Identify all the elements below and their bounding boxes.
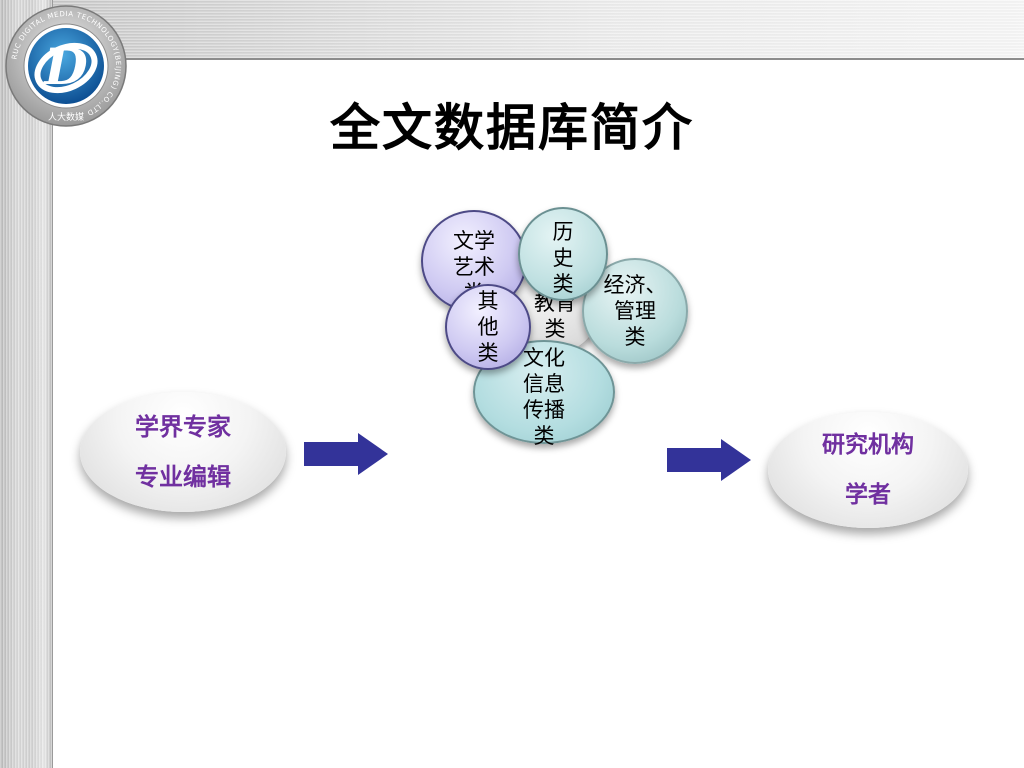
other-line-2: 他 bbox=[477, 315, 499, 339]
arrow-right-icon bbox=[304, 433, 388, 475]
bubble-history: 历 史 类 bbox=[518, 207, 608, 301]
other-line-3: 类 bbox=[477, 341, 499, 365]
culture-line-1: 文化 bbox=[523, 346, 565, 370]
culture-line-4: 类 bbox=[533, 424, 555, 448]
education-line-2: 类 bbox=[544, 317, 566, 341]
economics-line-2: 管理 bbox=[614, 299, 656, 323]
logo-letter: D bbox=[42, 37, 87, 96]
logo-bottom-text: 人大数媒 bbox=[48, 111, 84, 123]
company-logo: RUC DIGITAL MEDIA TECHNOLOGY(BEIJING) CO… bbox=[5, 5, 127, 127]
left-decor-bar bbox=[0, 0, 53, 768]
arrow-right-icon bbox=[667, 439, 751, 481]
audience-ellipse: 研究机构 学者 bbox=[768, 412, 968, 528]
economics-line-1: 经济、 bbox=[603, 273, 667, 297]
culture-line-2: 信息 bbox=[523, 372, 565, 396]
other-line-1: 其 bbox=[477, 289, 499, 313]
economics-line-3: 类 bbox=[624, 325, 646, 349]
source-line-1: 学界专家 bbox=[135, 412, 231, 441]
history-line-3: 类 bbox=[552, 272, 574, 296]
source-ellipse: 学界专家 专业编辑 bbox=[80, 392, 286, 512]
page-title: 全文数据库简介 bbox=[330, 98, 694, 157]
culture-line-3: 传播 bbox=[523, 398, 565, 422]
audience-line-1: 研究机构 bbox=[822, 431, 914, 458]
bubble-economics: 经济、 管理 类 bbox=[582, 258, 688, 364]
audience-line-2: 学者 bbox=[845, 481, 891, 508]
source-line-2: 专业编辑 bbox=[135, 462, 231, 491]
history-line-2: 史 bbox=[552, 246, 574, 270]
literature-line-2: 艺术 bbox=[453, 255, 495, 279]
top-decor-bar bbox=[0, 0, 1024, 60]
bubble-other: 其 他 类 bbox=[445, 284, 531, 370]
literature-line-1: 文学 bbox=[453, 229, 495, 253]
history-line-1: 历 bbox=[552, 220, 574, 244]
